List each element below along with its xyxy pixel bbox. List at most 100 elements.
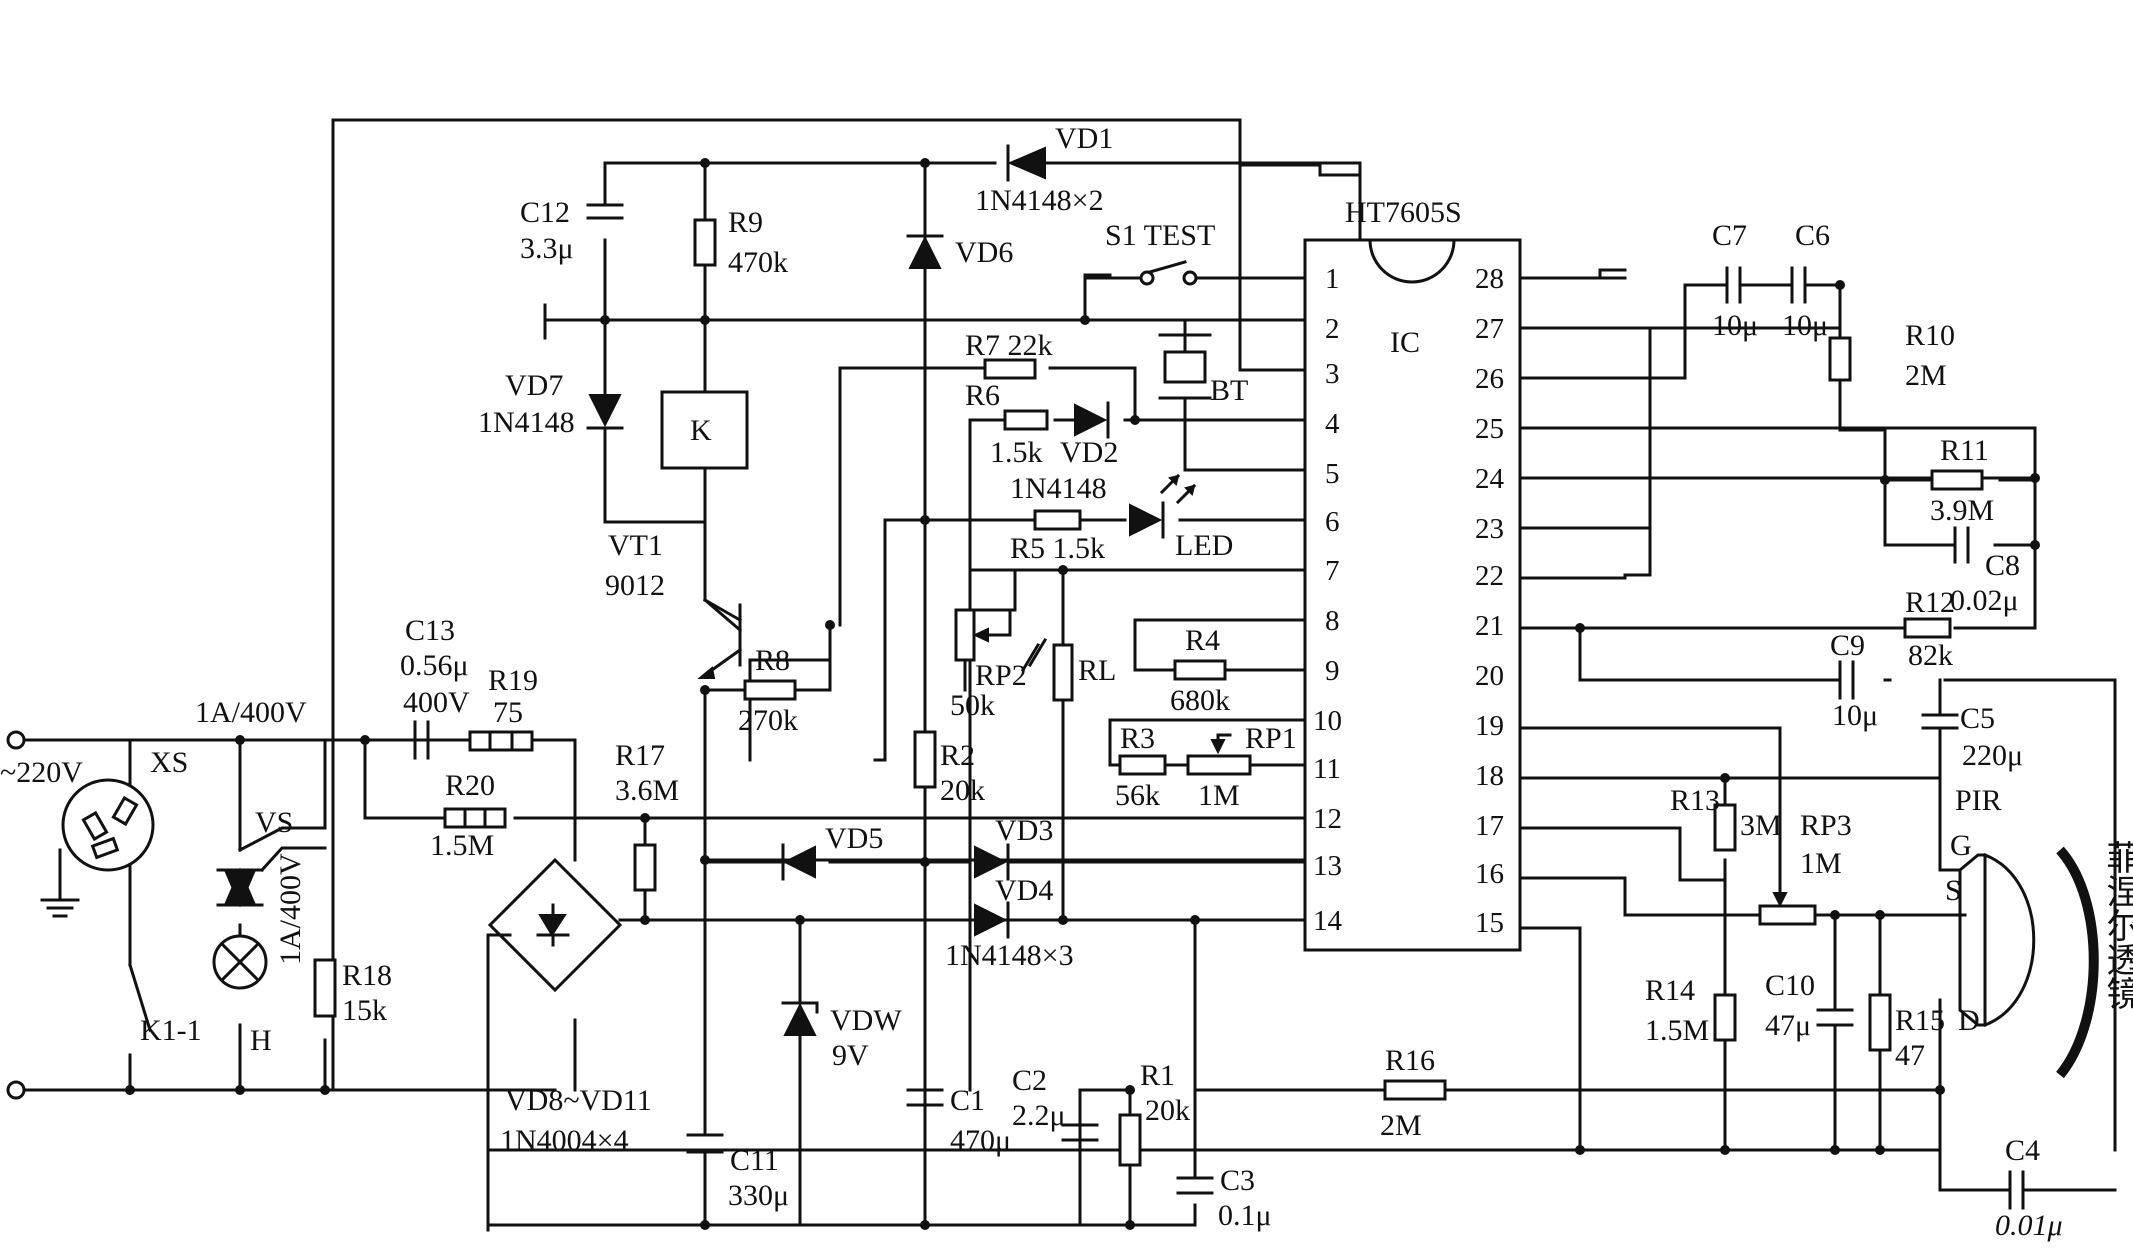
pir-sensor <box>1943 853 2036 1027</box>
pin-6: 6 <box>1325 506 1340 538</box>
label-vd3-vd4-value: 1N4148×3 <box>945 939 1074 972</box>
pin-14: 14 <box>1313 905 1343 937</box>
label-r15-value: 47 <box>1895 1039 1925 1072</box>
label-c10-value: 47μ <box>1765 1009 1811 1042</box>
triac-vs <box>216 846 327 908</box>
capacitor-c11 <box>686 1133 724 1154</box>
label-vd2-value: 1N4148 <box>1010 472 1107 505</box>
switch-k1-1 <box>128 963 152 1032</box>
label-r20: R20 <box>445 769 495 802</box>
capacitor-c13 <box>413 720 430 760</box>
label-ac: ~220V <box>0 756 83 789</box>
pin-2: 2 <box>1325 313 1340 345</box>
diode-vd1 <box>1006 144 1046 182</box>
resistor-r17 <box>633 843 657 892</box>
resistor-r3 <box>1118 754 1167 776</box>
label-r1-value: 20k <box>1145 1094 1190 1127</box>
label-vd6: VD6 <box>955 236 1013 269</box>
label-r6-value: 1.5k <box>990 436 1043 469</box>
label-c5-value: 220μ <box>1962 739 2023 772</box>
resistor-r1 <box>1118 1113 1142 1167</box>
label-r12-value: 82k <box>1908 639 1953 672</box>
pin-18: 18 <box>1475 760 1504 792</box>
pin-23: 23 <box>1475 513 1504 545</box>
label-vd3: VD3 <box>995 814 1053 847</box>
potentiometer-rp1 <box>1186 739 1252 776</box>
label-pin-d: D <box>1958 1004 1980 1037</box>
pin-27: 27 <box>1475 313 1504 345</box>
capacitor-c5 <box>1921 678 1959 780</box>
label-r17-value: 3.6M <box>615 774 679 807</box>
pin-5: 5 <box>1325 458 1340 490</box>
diode-vd6 <box>906 234 944 269</box>
pin-10: 10 <box>1313 705 1342 737</box>
resistor-r11 <box>1930 469 1984 491</box>
label-k1-1: K1-1 <box>140 1014 202 1047</box>
resistor-r18 <box>313 958 337 1018</box>
label-c11-value: 330μ <box>728 1179 789 1212</box>
diode-vd2 <box>1074 401 1110 439</box>
label-c6-value: 10μ <box>1782 309 1828 342</box>
label-relay-k: K <box>690 414 712 447</box>
label-r18: R18 <box>342 959 392 992</box>
label-r20-value: 1.5M <box>430 829 494 862</box>
ac-terminals <box>6 730 26 1100</box>
label-r18-value: 15k <box>342 994 387 1027</box>
label-vd4: VD4 <box>995 874 1053 907</box>
resistor-r6 <box>1003 409 1049 431</box>
label-c8-value: 0.02μ <box>1950 584 2019 617</box>
label-r14: R14 <box>1645 974 1695 1007</box>
resistor-r16 <box>1383 1079 1447 1101</box>
label-r7: R7 22k <box>965 329 1053 362</box>
label-vd2: VD2 <box>1060 436 1118 469</box>
label-r5: R5 1.5k <box>1010 532 1105 565</box>
pin-15: 15 <box>1475 907 1504 939</box>
label-r9: R9 <box>728 206 763 239</box>
capacitor-c10 <box>1816 1008 1854 1057</box>
resistor-r9 <box>693 218 717 267</box>
label-r13-value: 3M <box>1740 809 1782 842</box>
label-r4-value: 680k <box>1170 684 1230 717</box>
label-c4-value: 0.01μ <box>1995 1209 2063 1242</box>
buzzer-bt <box>1158 318 1212 472</box>
resistor-r8 <box>743 679 797 701</box>
label-rp2: RP2 <box>975 659 1027 692</box>
switch-s1 <box>1083 260 1198 322</box>
pin-9: 9 <box>1325 655 1340 687</box>
label-c3: C3 <box>1220 1164 1255 1197</box>
label-c5: C5 <box>1960 702 1995 735</box>
label-c7-value: 10μ <box>1712 309 1758 342</box>
label-c9: C9 <box>1830 629 1865 662</box>
pin-12: 12 <box>1313 803 1342 835</box>
label-r17: R17 <box>615 739 665 772</box>
label-c9-value: 10μ <box>1832 699 1878 732</box>
pin-22: 22 <box>1475 560 1504 592</box>
label-vs: VS <box>255 806 293 839</box>
label-xs: XS <box>150 746 188 779</box>
capacitor-c8 <box>1953 526 1970 564</box>
label-r2-value: 20k <box>940 774 985 807</box>
label-c2-value: 2.2μ <box>1012 1099 1066 1132</box>
pin-13: 13 <box>1313 850 1342 882</box>
diode-vd3 <box>974 843 1010 881</box>
pin-25: 25 <box>1475 413 1504 445</box>
pin-7: 7 <box>1325 555 1340 587</box>
label-r8-value: 270k <box>738 704 798 737</box>
label-fuse: 1A/400V <box>195 696 307 729</box>
label-c13: C13 <box>405 614 455 647</box>
transistor-vt1 <box>697 597 743 679</box>
label-c3-value: 0.1μ <box>1218 1199 1272 1232</box>
pin-28: 28 <box>1475 263 1504 295</box>
label-c1-value: 470μ <box>950 1124 1011 1157</box>
label-c11: C11 <box>730 1144 779 1177</box>
label-c6: C6 <box>1795 219 1830 252</box>
label-vdw: VDW <box>830 1004 902 1037</box>
bridge-rectifier <box>487 857 623 993</box>
label-ic-name: HT7605S <box>1345 196 1462 229</box>
resistor-r20 <box>443 807 507 829</box>
label-vd8-vd11: VD8~VD11 <box>505 1084 652 1117</box>
label-c8: C8 <box>1985 549 2020 582</box>
label-rp3-value: 1M <box>1800 847 1842 880</box>
label-c13-value: 0.56μ <box>400 649 469 682</box>
